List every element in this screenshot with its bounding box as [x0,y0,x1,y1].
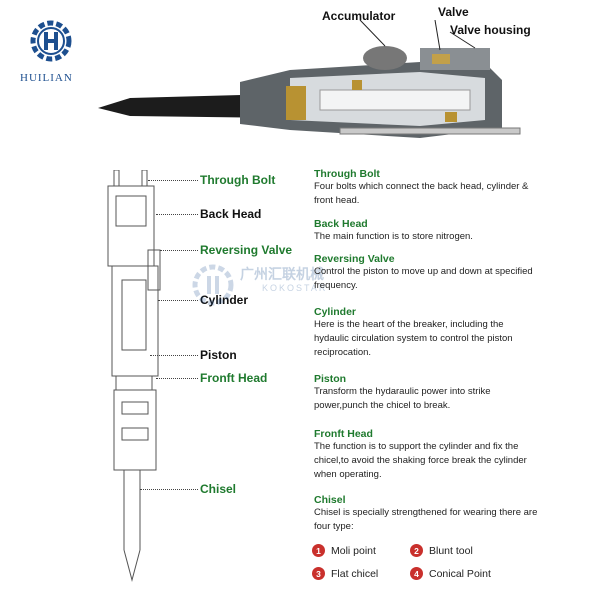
section-cylinder: Cylinder Here is the heart of the breake… [314,306,539,360]
chisel-type-item: 4 Conical Point [410,567,491,580]
chisel-type-label: Conical Point [429,567,491,580]
gear-logo-icon [30,20,72,62]
schematic-front-head [113,389,157,471]
callout-valve-housing: Valve housing [450,23,531,37]
chisel-type-item: 2 Blunt tool [410,544,473,557]
section-body: Transform the hydaraulic power into stri… [314,386,491,411]
top-chisel [98,94,280,118]
callout-accumulator: Accumulator [322,9,396,23]
breaker-cutaway-illustration [98,20,521,138]
bushing-gold [286,86,306,120]
accumulator-shape [363,46,407,70]
valve-housing-shape [420,48,490,70]
number-badge: 4 [410,567,423,580]
number-badge: 2 [410,544,423,557]
callout-valve: Valve [438,5,469,19]
watermark-cn: 广州汇联机械 [240,267,324,283]
section-title: Back Head [314,218,368,230]
section-body: Control the piston to move up and down a… [314,266,533,291]
section-body: Four bolts which connect the back head, … [314,181,529,206]
section-title: Piston [314,373,347,385]
watermark-en: KOKOSTAR [262,283,328,293]
label-reversing-valve: Reversing Valve [200,243,293,257]
chisel-type-item: 1 Moli point [312,544,376,557]
breaker-schematic [107,170,161,582]
brand-name: HUILIAN [20,72,73,84]
label-piston: Piston [200,348,237,362]
label-chisel: Chisel [200,482,237,496]
section-front-head: Fronft Head The function is to support t… [314,428,539,482]
section-reversing-valve: Reversing Valve Control the piston to mo… [314,253,539,293]
label-through-bolt: Through Bolt [200,173,276,187]
number-badge: 3 [312,567,325,580]
piston-shape [319,89,471,111]
section-title: Through Bolt [314,168,380,180]
label-cylinder: Cylinder [200,293,249,307]
section-title: Chisel [314,494,346,506]
schematic-chisel-tip [123,549,141,582]
section-body: The main function is to store nitrogen. [314,231,473,242]
section-title: Fronft Head [314,428,373,440]
chisel-type-item: 3 Flat chicel [312,567,378,580]
schematic-cylinder [111,265,159,377]
label-front-head: Fronft Head [200,371,268,385]
label-back-head: Back Head [200,207,262,221]
section-title: Cylinder [314,306,357,318]
through-bolt-shape [339,127,521,135]
chisel-type-label: Flat chicel [331,567,379,580]
watermark-gear-icon [192,264,234,306]
chisel-type-label: Moli point [331,544,376,557]
section-title: Reversing Valve [314,253,395,265]
brand-logo [28,18,74,64]
section-body: Here is the heart of the breaker, includ… [314,319,513,358]
section-back-head: Back Head The main function is to store … [314,218,539,244]
section-piston: Piston Transform the hydaraulic power in… [314,373,539,413]
section-through-bolt: Through Bolt Four bolts which connect th… [314,168,539,208]
section-chisel: Chisel Chisel is specially strengthened … [314,494,539,534]
chisel-type-label: Blunt tool [429,544,473,557]
number-badge: 1 [312,544,325,557]
section-body: The function is to support the cylinder … [314,441,527,480]
section-body: Chisel is specially strengthened for wea… [314,507,538,532]
watermark [190,262,236,313]
